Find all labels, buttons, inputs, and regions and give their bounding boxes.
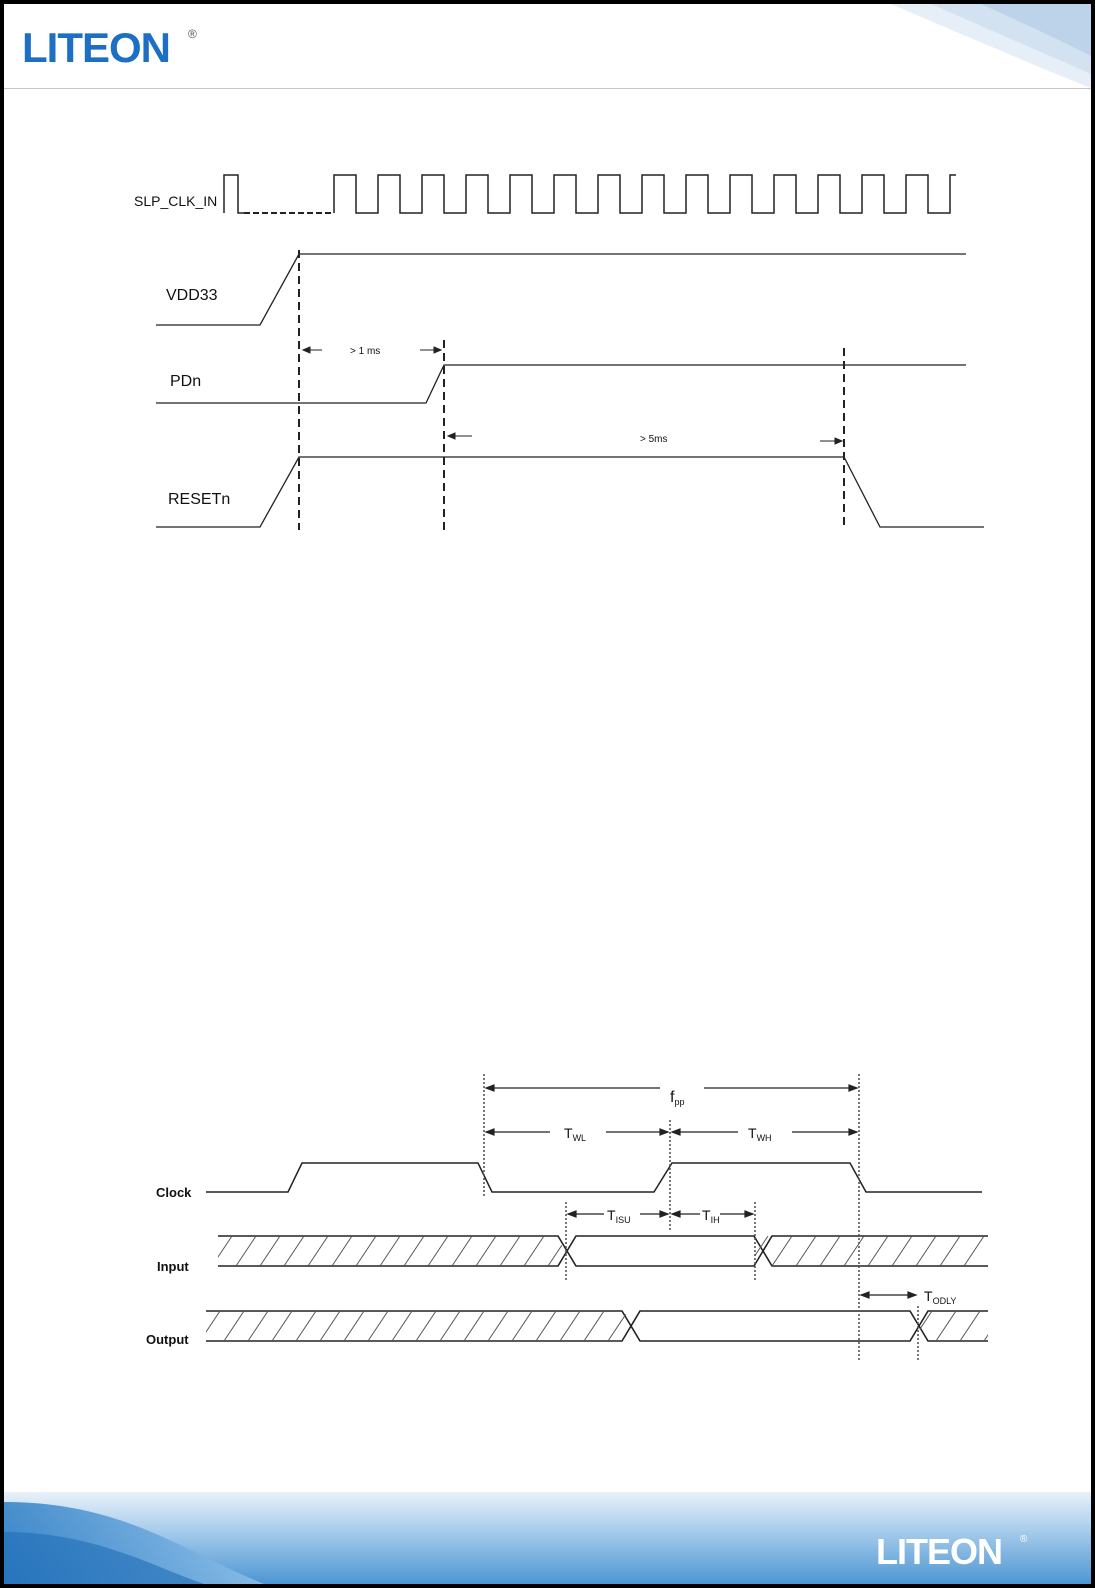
hatch-line <box>868 1236 888 1266</box>
liteon-footer-logo: LITEON ® <box>876 1530 1036 1570</box>
resetn-label: RESETn <box>168 491 230 508</box>
hatch-line <box>892 1236 912 1266</box>
hatch-line <box>212 1236 232 1266</box>
svg-text:®: ® <box>188 27 197 41</box>
hatch-line <box>820 1236 840 1266</box>
io-timing-diagram: Clock Input Output <box>0 1070 1095 1400</box>
hatch-line <box>272 1311 292 1341</box>
hatch-line <box>488 1311 508 1341</box>
hatch-line <box>936 1311 956 1341</box>
slp-clk-waveform <box>224 175 956 213</box>
hatch-line <box>964 1236 984 1266</box>
hatch-line <box>464 1311 484 1341</box>
hatch-line <box>224 1311 244 1341</box>
hatch-line <box>332 1236 352 1266</box>
pdn-signal-line <box>156 365 966 403</box>
input-label: Input <box>157 1259 189 1274</box>
reset-delay-label: > 5ms <box>640 434 668 445</box>
hatch-line <box>440 1311 460 1341</box>
clock-label: Clock <box>156 1185 192 1200</box>
twh-label: TWH <box>748 1125 772 1143</box>
hatch-line <box>724 1236 744 1266</box>
hatch-line <box>912 1311 932 1341</box>
input-waveform <box>218 1236 988 1266</box>
hatch-line <box>428 1236 448 1266</box>
hatch-line <box>188 1236 208 1266</box>
twl-label: TWL <box>564 1125 586 1143</box>
hatch-line <box>572 1236 592 1266</box>
output-label: Output <box>146 1332 189 1347</box>
hatch-line <box>308 1236 328 1266</box>
hatch-line <box>560 1311 580 1341</box>
vdd33-signal-line <box>156 254 966 325</box>
hatch-line <box>940 1236 960 1266</box>
hatch-line <box>656 1311 676 1341</box>
hatch-line <box>916 1236 936 1266</box>
hatch-line <box>888 1311 908 1341</box>
hatch-line <box>1012 1236 1032 1266</box>
hatch-line <box>960 1311 980 1341</box>
hatch-line <box>632 1311 652 1341</box>
todly-label: TODLY <box>924 1288 956 1306</box>
hatch-line <box>404 1236 424 1266</box>
hatch-line <box>500 1236 520 1266</box>
hatch-line <box>984 1311 1004 1341</box>
liteon-logo: LITEON ® <box>22 24 212 68</box>
header-divider <box>4 88 1091 89</box>
hatch-line <box>1008 1311 1028 1341</box>
hatch-line <box>772 1236 792 1266</box>
hatch-line <box>452 1236 472 1266</box>
hatch-line <box>356 1236 376 1266</box>
hatch-line <box>988 1236 1008 1266</box>
hatch-line <box>548 1236 568 1266</box>
fpp-label: fpp <box>670 1089 684 1107</box>
tih-label: TIH <box>702 1207 720 1225</box>
pdn-label: PDn <box>170 373 201 390</box>
clock-signal-line <box>206 1163 982 1192</box>
hatch-line <box>296 1311 316 1341</box>
hatch-line <box>844 1236 864 1266</box>
slp-clk-label: SLP_CLK_IN <box>134 193 217 209</box>
hatch-line <box>536 1311 556 1341</box>
power-on-timing-diagram: SLP_CLK_IN VDD33 PDn RESETn > 1 ms > 5 <box>0 150 1095 710</box>
hatch-line <box>380 1236 400 1266</box>
resetn-signal-line <box>156 457 984 527</box>
svg-text:LITEON: LITEON <box>876 1531 1002 1570</box>
hatch-line <box>248 1311 268 1341</box>
hatch-line <box>524 1236 544 1266</box>
svg-text:LITEON: LITEON <box>22 24 170 68</box>
hatch-line <box>236 1236 256 1266</box>
tisu-label: TISU <box>607 1207 631 1225</box>
hatch-line <box>260 1236 280 1266</box>
hatch-line <box>476 1236 496 1266</box>
hatch-line <box>748 1236 768 1266</box>
hatch-line <box>344 1311 364 1341</box>
vdd33-label: VDD33 <box>166 287 218 304</box>
slp-clk-signal-line <box>224 175 956 213</box>
hatch-line <box>284 1236 304 1266</box>
hatch-line <box>320 1311 340 1341</box>
hatch-line <box>368 1311 388 1341</box>
hatch-line <box>416 1311 436 1341</box>
hatch-line <box>512 1311 532 1341</box>
hatch-line <box>584 1311 604 1341</box>
hatch-line <box>392 1311 412 1341</box>
hatch-line <box>200 1311 220 1341</box>
pdn-delay-label: > 1 ms <box>350 346 380 357</box>
svg-text:®: ® <box>1020 1534 1028 1545</box>
hatch-line <box>796 1236 816 1266</box>
header-swoosh-decoration <box>871 4 1091 88</box>
